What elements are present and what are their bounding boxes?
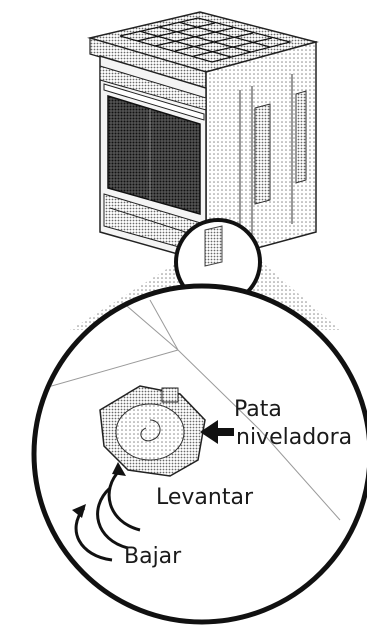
leg-pointer-arrow — [200, 420, 234, 444]
rotation-arrows — [72, 462, 141, 562]
zoom-detail-circle — [31, 283, 367, 625]
label-lower: Bajar — [124, 544, 182, 569]
leveling-foot — [99, 385, 206, 477]
cooktop-grates — [119, 17, 293, 63]
label-leveling-leg-line1: Pata — [234, 397, 282, 422]
small-circle-leg — [204, 225, 223, 267]
range-stove — [87, 11, 319, 263]
label-raise: Levantar — [156, 485, 254, 510]
label-leveling-leg-line2: niveladora — [236, 425, 353, 450]
